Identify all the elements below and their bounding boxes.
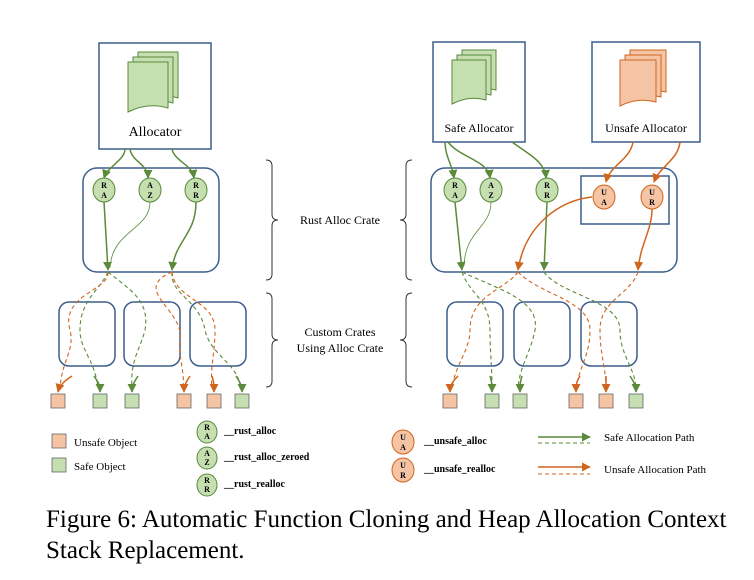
svg-text:Unsafe Allocation Path: Unsafe Allocation Path <box>604 464 707 476</box>
unsafe-inner-box <box>580 175 670 225</box>
right-custom-crate-2 <box>513 301 571 367</box>
allocator-document-icon <box>127 51 179 113</box>
right-object-safe-1 <box>484 393 500 409</box>
svg-text:__rust_alloc_zeroed: __rust_alloc_zeroed <box>223 452 310 463</box>
left-object-unsafe-1 <box>50 393 66 409</box>
left-dashed-unsafe-paths <box>59 271 216 389</box>
right-dashed-safe-paths <box>461 271 637 389</box>
legend: Unsafe Object Safe Object R A __rust_all… <box>51 420 707 497</box>
left-alloc-crate-box <box>82 167 220 273</box>
safe-allocator-document-icon <box>451 49 497 105</box>
legend-unsafe-object-swatch <box>51 433 67 449</box>
legend-rust-realloc: R R __rust_realloc <box>196 473 285 497</box>
svg-text:A: A <box>204 449 210 458</box>
right-object-unsafe-2 <box>568 393 584 409</box>
left-node-ra: R A <box>92 177 116 203</box>
svg-text:R: R <box>452 181 458 190</box>
right-object-unsafe-3 <box>598 393 614 409</box>
svg-text:R: R <box>193 191 199 200</box>
right-panel: Safe Allocator Unsafe Allocator R A <box>430 41 701 409</box>
svg-text:A: A <box>204 432 210 441</box>
right-crate-internal-safe-paths <box>454 201 549 271</box>
left-object-safe-3 <box>234 393 250 409</box>
legend-safe-object-swatch <box>51 457 67 473</box>
svg-text:__rust_realloc: __rust_realloc <box>223 479 285 490</box>
svg-text:Z: Z <box>147 191 152 200</box>
svg-text:R: R <box>400 471 406 480</box>
custom-crates-label-line2: Using Alloc Crate <box>297 341 384 355</box>
svg-text:R: R <box>544 181 550 190</box>
svg-text:__unsafe_realloc: __unsafe_realloc <box>423 464 496 475</box>
svg-text:Z: Z <box>488 191 493 200</box>
left-custom-crate-2 <box>123 301 181 367</box>
right-custom-crate-1 <box>446 301 504 367</box>
svg-text:U: U <box>601 188 607 197</box>
svg-text:R: R <box>204 476 210 485</box>
legend-unsafe-object-label: Unsafe Object <box>74 437 137 449</box>
left-dashed-safe-paths <box>79 271 241 389</box>
svg-text:U: U <box>400 461 406 470</box>
allocator-label: Allocator <box>129 125 182 140</box>
svg-text:A: A <box>601 198 607 207</box>
right-object-arrows <box>445 375 641 393</box>
right-safe-allocator-arrows <box>444 141 550 179</box>
left-object-unsafe-3 <box>206 393 222 409</box>
left-object-safe-1 <box>92 393 108 409</box>
legend-unsafe-alloc: U A __unsafe_alloc <box>391 429 487 455</box>
right-node-ua: U A <box>592 184 616 210</box>
unsafe-allocator-document-icon <box>619 49 667 107</box>
left-object-unsafe-2 <box>176 393 192 409</box>
legend-rust-alloc: R A __rust_alloc <box>196 420 277 444</box>
legend-safe-object-label: Safe Object <box>74 461 126 473</box>
left-allocator-arrows <box>102 148 198 179</box>
svg-text:U: U <box>649 188 655 197</box>
legend-safe-path: Safe Allocation Path <box>538 432 695 444</box>
left-crate-internal-paths <box>103 201 197 271</box>
left-node-rr: R R <box>184 177 208 203</box>
svg-text:U: U <box>400 433 406 442</box>
right-node-ra: R A <box>443 177 467 203</box>
svg-text:__unsafe_alloc: __unsafe_alloc <box>423 436 487 447</box>
svg-text:A: A <box>400 443 406 452</box>
custom-crates-label-line1: Custom Crates <box>305 325 376 339</box>
left-object-safe-2 <box>124 393 140 409</box>
svg-text:__rust_alloc: __rust_alloc <box>223 426 277 437</box>
svg-text:Safe Allocation Path: Safe Allocation Path <box>604 432 695 444</box>
right-alloc-crate-box <box>430 167 678 273</box>
right-node-rr: R R <box>535 177 559 203</box>
right-node-az: A Z <box>479 177 503 203</box>
legend-rust-alloc-zeroed: A Z __rust_alloc_zeroed <box>196 446 310 470</box>
svg-text:A: A <box>488 181 494 190</box>
figure-caption: Figure 6: Automatic Function Cloning and… <box>46 506 727 564</box>
svg-text:A: A <box>452 191 458 200</box>
right-unsafe-allocator-arrows <box>603 141 681 183</box>
svg-text:A: A <box>101 191 107 200</box>
right-crate-internal-unsafe-paths <box>514 196 653 271</box>
svg-text:R: R <box>649 198 655 207</box>
right-dashed-unsafe-paths <box>451 271 639 389</box>
right-node-ur: U R <box>640 184 664 210</box>
right-custom-crate-3 <box>580 301 638 367</box>
legend-unsafe-realloc: U R __unsafe_realloc <box>391 457 496 483</box>
safe-allocator-label: Safe Allocator <box>445 121 514 135</box>
rust-alloc-crate-label: Rust Alloc Crate <box>300 213 380 227</box>
right-object-safe-2 <box>512 393 528 409</box>
left-panel: Allocator R A A Z R R <box>50 42 250 409</box>
svg-text:R: R <box>193 181 199 190</box>
left-object-arrows <box>55 375 247 393</box>
right-object-safe-3 <box>628 393 644 409</box>
legend-unsafe-path: Unsafe Allocation Path <box>538 462 707 476</box>
right-object-unsafe-1 <box>442 393 458 409</box>
svg-text:R: R <box>204 423 210 432</box>
svg-text:R: R <box>204 485 210 494</box>
left-node-az: A Z <box>138 177 162 203</box>
middle-braces <box>265 159 413 388</box>
svg-text:R: R <box>544 191 550 200</box>
svg-text:A: A <box>147 181 153 190</box>
left-custom-crate-3 <box>189 301 247 367</box>
unsafe-allocator-label: Unsafe Allocator <box>605 121 687 135</box>
svg-text:R: R <box>101 181 107 190</box>
svg-text:Z: Z <box>204 458 209 467</box>
